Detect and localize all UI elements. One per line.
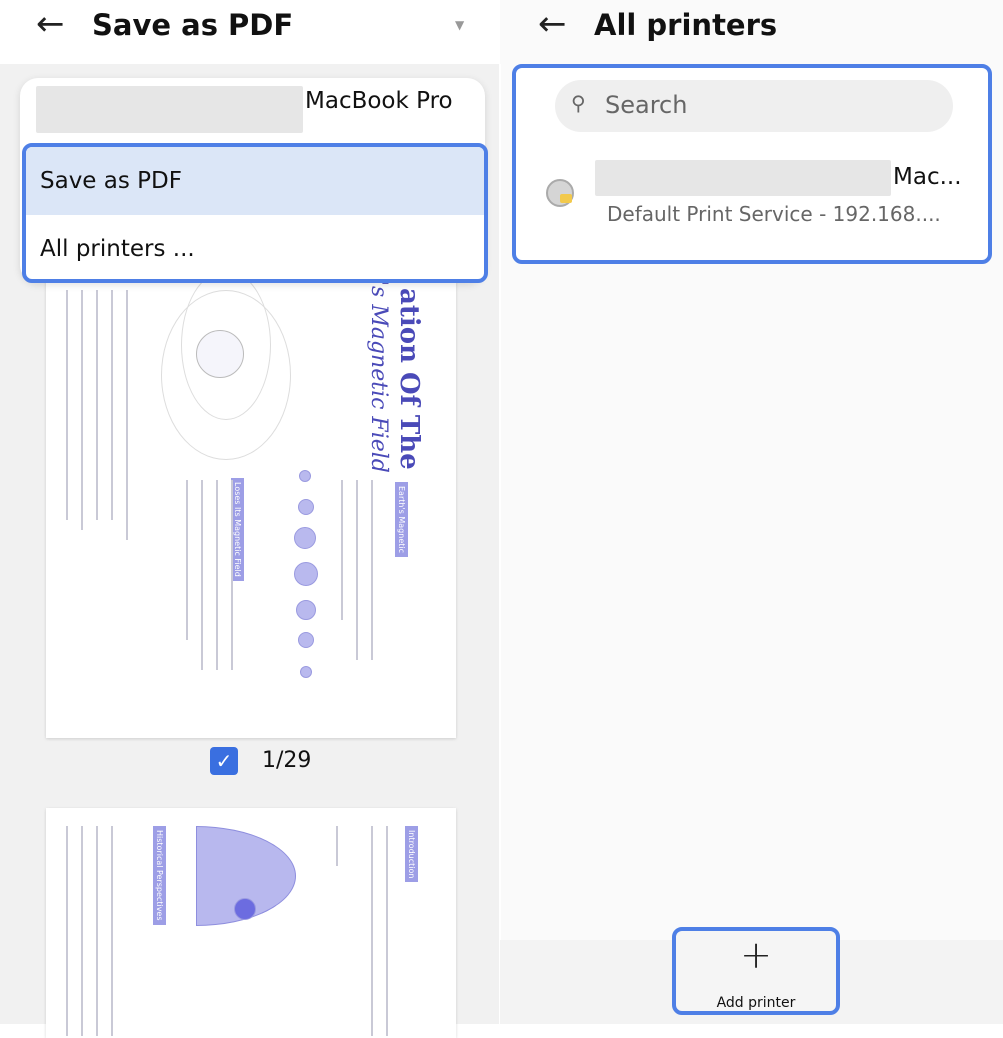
doc-tag: Introduction bbox=[405, 826, 418, 883]
text-line bbox=[66, 826, 68, 1036]
text-line bbox=[336, 826, 338, 866]
option-all-printers[interactable]: All printers ... bbox=[26, 215, 484, 279]
left-header: ← Save as PDF ▼ bbox=[0, 0, 500, 64]
text-line bbox=[66, 290, 68, 520]
earth-diagram bbox=[196, 330, 244, 378]
doc-heading: 's Magnetic Field bbox=[366, 280, 391, 473]
search-input[interactable]: ⚲ Search bbox=[555, 80, 953, 132]
text-line bbox=[386, 826, 388, 1036]
plus-icon: + bbox=[740, 933, 772, 977]
doc-tag: Earth's Magnetic bbox=[395, 482, 408, 557]
back-arrow-icon[interactable]: ← bbox=[538, 4, 567, 44]
page-preview-1[interactable]: ation Of The 's Magnetic Field Earth's M… bbox=[46, 270, 456, 738]
redacted-name bbox=[36, 86, 303, 133]
text-line bbox=[356, 480, 358, 660]
right-header: ← All printers bbox=[500, 0, 1003, 64]
option-label: Save as PDF bbox=[40, 168, 182, 194]
text-line bbox=[96, 826, 98, 1036]
text-line bbox=[201, 480, 203, 670]
planet-icon bbox=[294, 562, 318, 586]
printer-item[interactable]: Mac... Default Print Service - 192.168..… bbox=[516, 148, 988, 238]
text-line bbox=[186, 480, 188, 640]
option-save-as-pdf[interactable]: Save as PDF bbox=[26, 147, 484, 215]
planet-icon bbox=[296, 600, 316, 620]
back-arrow-icon[interactable]: ← bbox=[36, 4, 65, 44]
text-line bbox=[81, 290, 83, 530]
planet-icon bbox=[299, 470, 311, 482]
printer-list-area: ⚲ Search Mac... Default Print Service - … bbox=[512, 64, 992, 264]
add-printer-button[interactable]: + Add printer bbox=[672, 927, 840, 1015]
text-line bbox=[96, 290, 98, 520]
planet-icon bbox=[300, 666, 312, 678]
add-printer-label: Add printer bbox=[716, 995, 796, 1011]
star-badge-icon bbox=[560, 194, 572, 203]
text-line bbox=[371, 480, 373, 660]
chevron-down-icon[interactable]: ▼ bbox=[455, 18, 465, 32]
page-title: All printers bbox=[594, 8, 778, 42]
text-line bbox=[216, 480, 218, 670]
page-checkbox[interactable]: ✓ bbox=[210, 747, 238, 775]
doc-tag: Historical Perspectives bbox=[153, 826, 166, 925]
page-preview-2[interactable]: Introduction Historical Perspectives bbox=[46, 808, 456, 1038]
printer-subtitle: Default Print Service - 192.168.... bbox=[607, 202, 941, 226]
planet-icon bbox=[298, 499, 314, 515]
text-line bbox=[81, 826, 83, 1036]
text-line bbox=[231, 480, 233, 670]
text-line bbox=[111, 826, 113, 1036]
option-label: All printers ... bbox=[40, 236, 195, 262]
search-icon: ⚲ bbox=[571, 91, 586, 115]
divider bbox=[499, 0, 501, 1024]
core-icon bbox=[234, 898, 256, 920]
planet-icon bbox=[294, 527, 316, 549]
page-title: Save as PDF bbox=[92, 8, 294, 42]
text-line bbox=[111, 290, 113, 520]
printer-name: Mac... bbox=[893, 164, 962, 190]
planet-icon bbox=[298, 632, 314, 648]
page-counter: 1/29 bbox=[262, 748, 312, 773]
redacted-name bbox=[595, 160, 891, 196]
search-placeholder: Search bbox=[605, 91, 688, 119]
text-line bbox=[341, 480, 343, 620]
text-line bbox=[371, 826, 373, 1036]
dropdown-options: Save as PDF All printers ... bbox=[22, 143, 488, 283]
doc-heading: ation Of The bbox=[394, 288, 424, 470]
text-line bbox=[126, 290, 128, 540]
printer-icon bbox=[546, 179, 574, 207]
current-printer[interactable]: MacBook Pro bbox=[305, 88, 453, 114]
